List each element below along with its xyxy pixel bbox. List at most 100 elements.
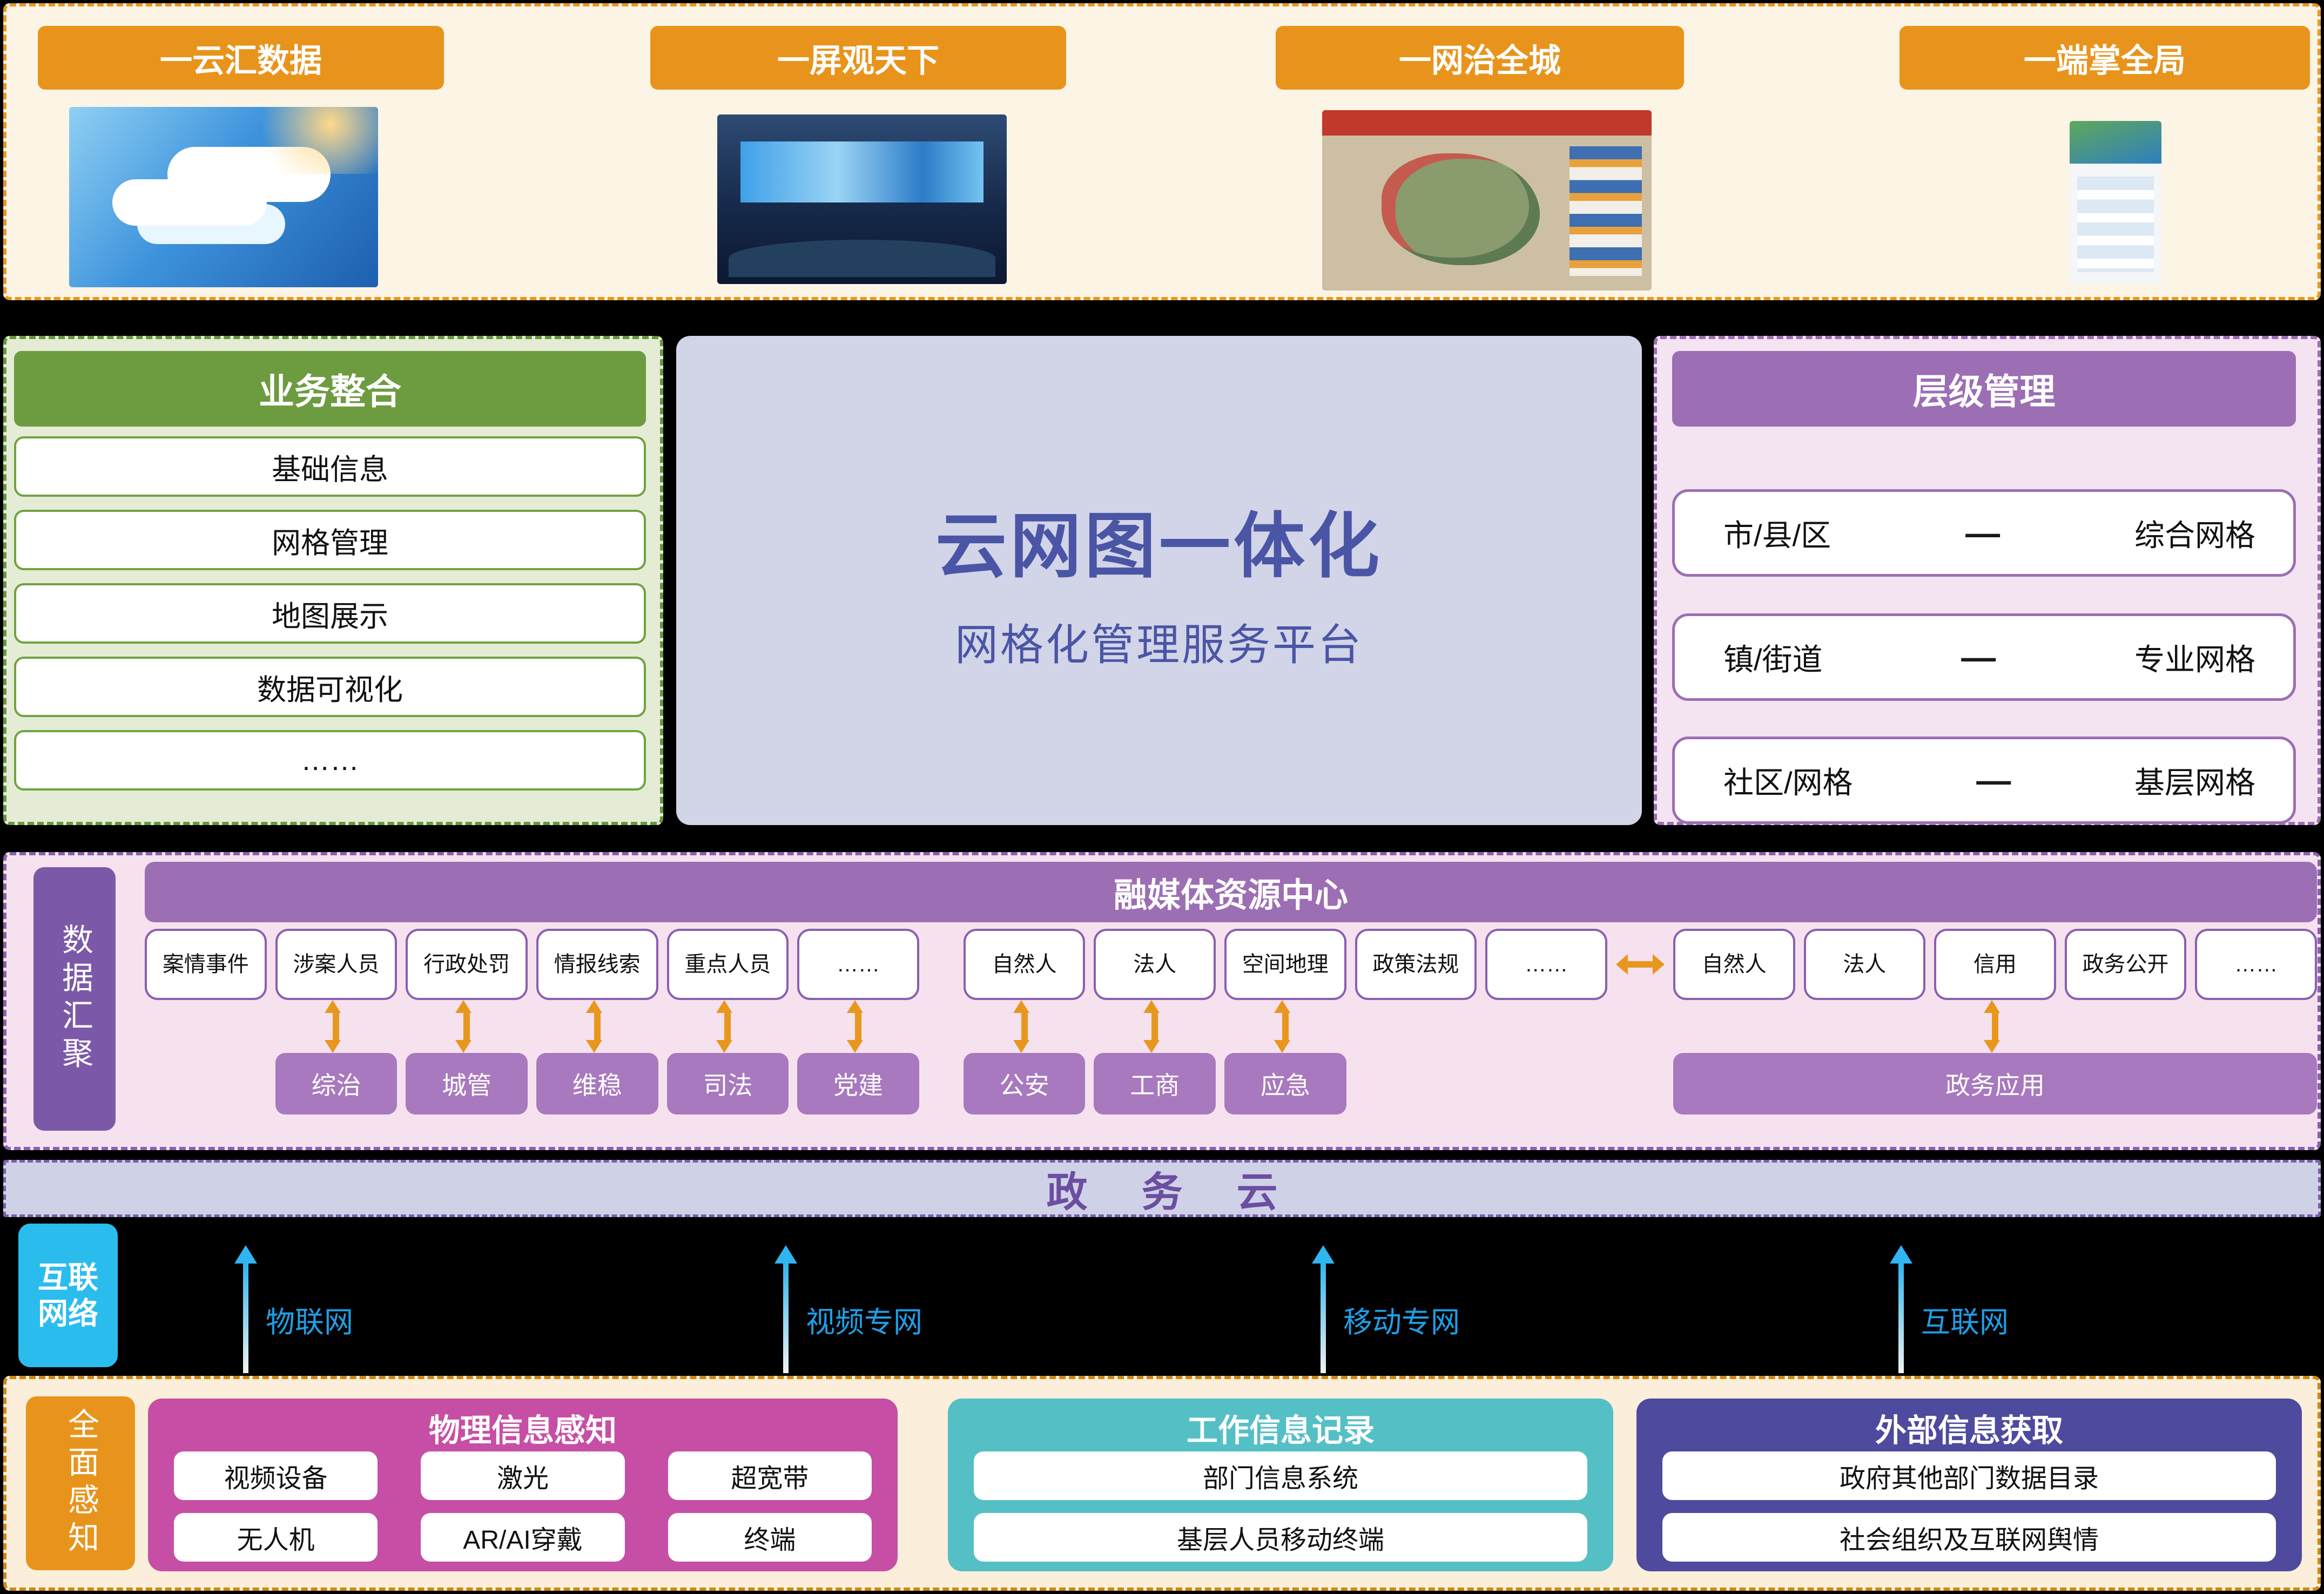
resource-box: 情报线索	[536, 929, 658, 1000]
department-box: 应急	[1224, 1053, 1346, 1115]
business-item: 网格管理	[14, 510, 646, 570]
banner-cloud-data: 一云汇数据	[38, 26, 444, 90]
hierarchy-level: 镇/街道	[1723, 642, 1823, 677]
exchange-vertical-arrow-icon	[964, 1000, 1086, 1053]
network-link-label: 视频专网	[806, 1306, 922, 1339]
resource-box-more: ……	[797, 929, 919, 1000]
work-record-group: 工作信息记录 部门信息系统 基层人员移动终端	[948, 1399, 1613, 1571]
resource-box: 政务公开	[2064, 929, 2187, 1000]
hierarchy-management-panel: 层级管理 市/县/区 — 综合网格 镇/街道 — 专业网格 社区/网格 — 基层…	[1654, 336, 2321, 825]
network-link: 互联网	[1888, 1242, 2147, 1374]
platform-subtitle: 网格化管理服务平台	[955, 620, 1363, 669]
sensing-item: 终端	[668, 1513, 872, 1562]
hierarchy-grid-type: 综合网格	[2134, 518, 2255, 552]
department-box: 城管	[406, 1053, 528, 1115]
business-item: 基础信息	[14, 436, 646, 497]
resource-box: 信用	[1934, 929, 2056, 1000]
network-link-label: 互联网	[1921, 1306, 2009, 1339]
resource-box: 法人	[1803, 929, 1926, 1000]
sensing-side-label: 全面感知	[26, 1396, 135, 1570]
business-item: 地图展示	[14, 583, 646, 644]
resource-box: 自然人	[1673, 929, 1795, 1000]
resource-box: 政策法规	[1355, 929, 1477, 1000]
hierarchy-grid-type: 专业网格	[2134, 642, 2255, 677]
exchange-horizontal-arrow-icon	[1615, 954, 1665, 975]
link-dash: —	[1965, 514, 2000, 552]
external-info-item: 社会组织及互联网舆情	[1662, 1513, 2276, 1562]
hierarchy-row: 镇/街道 — 专业网格	[1672, 613, 2296, 701]
exchange-vertical-arrow-icon	[275, 1000, 398, 1053]
business-item-more: ……	[14, 730, 646, 791]
department-box: 工商	[1094, 1053, 1216, 1115]
city-map-dashboard-photo	[1322, 110, 1652, 291]
exchange-vertical-arrow-icon	[406, 1000, 528, 1053]
department-box: 维稳	[536, 1053, 658, 1115]
media-resource-center-header: 融媒体资源中心	[145, 862, 2317, 922]
business-integration-panel: 业务整合 基础信息 网格管理 地图展示 数据可视化 ……	[3, 336, 663, 825]
up-arrow-icon	[1312, 1245, 1335, 1373]
sensing-item: 无人机	[174, 1513, 378, 1562]
link-dash: —	[1976, 761, 2011, 800]
network-link-label: 物联网	[266, 1306, 353, 1339]
banner-one-network: 一网治全城	[1276, 26, 1684, 90]
resource-box-more: ……	[1485, 929, 1607, 1000]
network-link: 视频专网	[772, 1242, 1032, 1374]
network-side-label-text: 互联网络	[38, 1260, 98, 1330]
platform-title: 云网图一体化	[935, 506, 1383, 586]
banner-one-terminal: 一端掌全局	[1899, 26, 2310, 90]
department-box: 公安	[963, 1053, 1086, 1115]
hierarchy-row: 市/县/区 — 综合网格	[1672, 489, 2296, 577]
physical-sensing-title: 物理信息感知	[428, 1413, 617, 1448]
exchange-vertical-arrow-icon	[536, 1000, 658, 1053]
external-info-title: 外部信息获取	[1875, 1413, 2063, 1448]
resource-box: 空间地理	[1224, 929, 1346, 1000]
network-link: 移动专网	[1310, 1242, 1569, 1374]
network-side-label: 互联网络	[18, 1224, 118, 1367]
resource-box: 行政处罚	[406, 929, 528, 1000]
exchange-vertical-arrow-icon	[1224, 1000, 1346, 1053]
resource-box: 法人	[1094, 929, 1216, 1000]
hierarchy-grid-type: 基层网格	[2134, 765, 2255, 800]
work-record-item: 部门信息系统	[974, 1451, 1587, 1500]
data-aggregation-panel: 数据汇聚 融媒体资源中心 案情事件 涉案人员 行政处罚 情报线索 重点人员 ………	[3, 852, 2321, 1150]
up-arrow-icon	[1890, 1245, 1912, 1373]
exchange-vertical-arrow-icon	[797, 1000, 919, 1053]
department-box: 综治	[275, 1053, 398, 1115]
sensing-item: 超宽带	[668, 1451, 872, 1500]
hierarchy-row: 社区/网格 — 基层网格	[1672, 737, 2296, 824]
resource-box: 重点人员	[666, 929, 789, 1000]
core-platform-panel: 云网图一体化 网格化管理服务平台	[676, 336, 1642, 825]
resource-box: 自然人	[963, 929, 1086, 1000]
external-info-item: 政府其他部门数据目录	[1662, 1451, 2276, 1500]
hierarchy-level: 市/县/区	[1723, 518, 1831, 552]
sensing-item: AR/AI穿戴	[421, 1513, 625, 1562]
network-link: 物联网	[232, 1242, 491, 1374]
data-aggregation-side-label: 数据汇聚	[33, 867, 116, 1131]
hierarchy-level: 社区/网格	[1723, 765, 1853, 800]
resource-box: 案情事件	[145, 929, 267, 1000]
external-info-group: 外部信息获取 政府其他部门数据目录 社会组织及互联网舆情	[1636, 1399, 2302, 1571]
resource-grid: 案情事件 涉案人员 行政处罚 情报线索 重点人员 …… 自然人 法人 空间地理 …	[145, 929, 2317, 1115]
resource-box: 涉案人员	[275, 929, 398, 1000]
exchange-vertical-arrow-icon	[1934, 1000, 2056, 1053]
network-link-label: 移动专网	[1343, 1306, 1460, 1339]
comprehensive-sensing-panel: 全面感知 物理信息感知 视频设备 激光 超宽带 无人机 AR/AI穿戴 终端 工…	[3, 1376, 2321, 1591]
banner-one-screen: 一屏观天下	[650, 26, 1066, 90]
up-arrow-icon	[774, 1245, 797, 1373]
physical-sensing-group: 物理信息感知 视频设备 激光 超宽带 无人机 AR/AI穿戴 终端	[148, 1399, 898, 1571]
sensing-item: 视频设备	[174, 1451, 378, 1500]
government-cloud-bar: 政务云	[3, 1160, 2321, 1217]
business-integration-title: 业务整合	[14, 351, 646, 427]
work-record-title: 工作信息记录	[1186, 1413, 1375, 1448]
up-arrow-icon	[234, 1245, 257, 1373]
mobile-app-photo	[2070, 121, 2161, 285]
cloud-data-photo	[69, 107, 378, 287]
work-record-item: 基层人员移动终端	[974, 1513, 1587, 1562]
exchange-vertical-arrow-icon	[1094, 1000, 1216, 1053]
hierarchy-title: 层级管理	[1672, 351, 2296, 427]
government-application-box: 政务应用	[1673, 1053, 2317, 1115]
exchange-vertical-arrow-icon	[667, 1000, 789, 1053]
department-box: 党建	[797, 1053, 919, 1115]
link-dash: —	[1961, 638, 1996, 677]
